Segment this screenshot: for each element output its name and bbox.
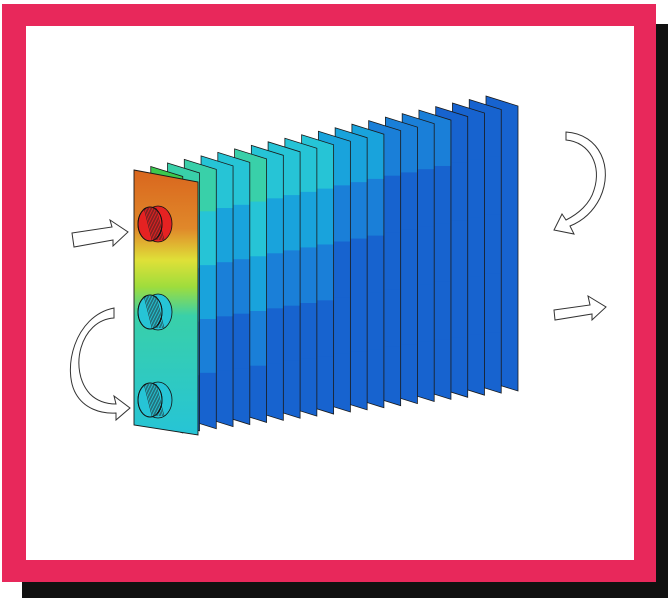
u-turn-arrow-icon <box>69 307 131 422</box>
fin-plate <box>183 158 217 430</box>
lower-pipe <box>137 381 173 419</box>
pipe-group <box>137 205 173 419</box>
hot-inlet-pipe <box>137 205 173 243</box>
middle-pipe <box>137 293 173 331</box>
outlet-arrow-icon <box>553 294 607 322</box>
fin-stack <box>133 95 519 436</box>
arrows <box>69 131 607 422</box>
inlet-arrow-icon <box>71 218 129 248</box>
u-turn-arrow-icon-right <box>553 131 606 235</box>
